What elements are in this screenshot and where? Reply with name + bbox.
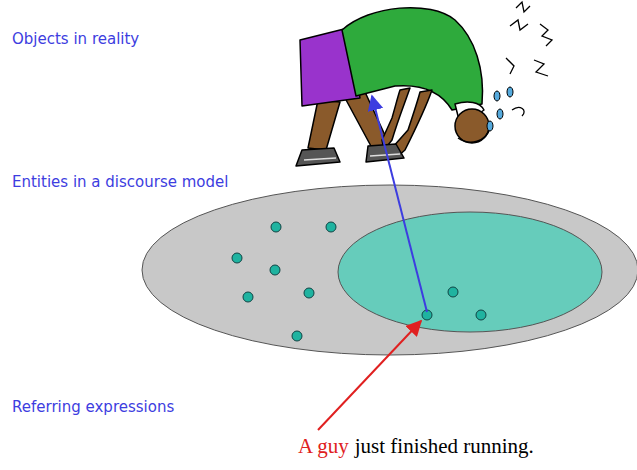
entity-dots xyxy=(232,222,486,341)
sentence-text: just finished running. xyxy=(355,434,534,458)
active-region xyxy=(338,212,602,332)
sweat-drops xyxy=(487,87,513,131)
discourse-model xyxy=(142,185,637,355)
runner-figure xyxy=(296,8,490,166)
example-sentence: A guyjust finished running. xyxy=(298,434,534,459)
sweat-marks xyxy=(506,2,552,116)
evoke-arrow xyxy=(318,321,421,430)
referring-expression: A guy xyxy=(298,434,349,458)
reference-arrow xyxy=(372,96,427,312)
level-label: Objects in reality xyxy=(12,30,139,48)
level-label: Referring expressions xyxy=(12,398,174,416)
level-label: Entities in a discourse model xyxy=(12,173,228,191)
